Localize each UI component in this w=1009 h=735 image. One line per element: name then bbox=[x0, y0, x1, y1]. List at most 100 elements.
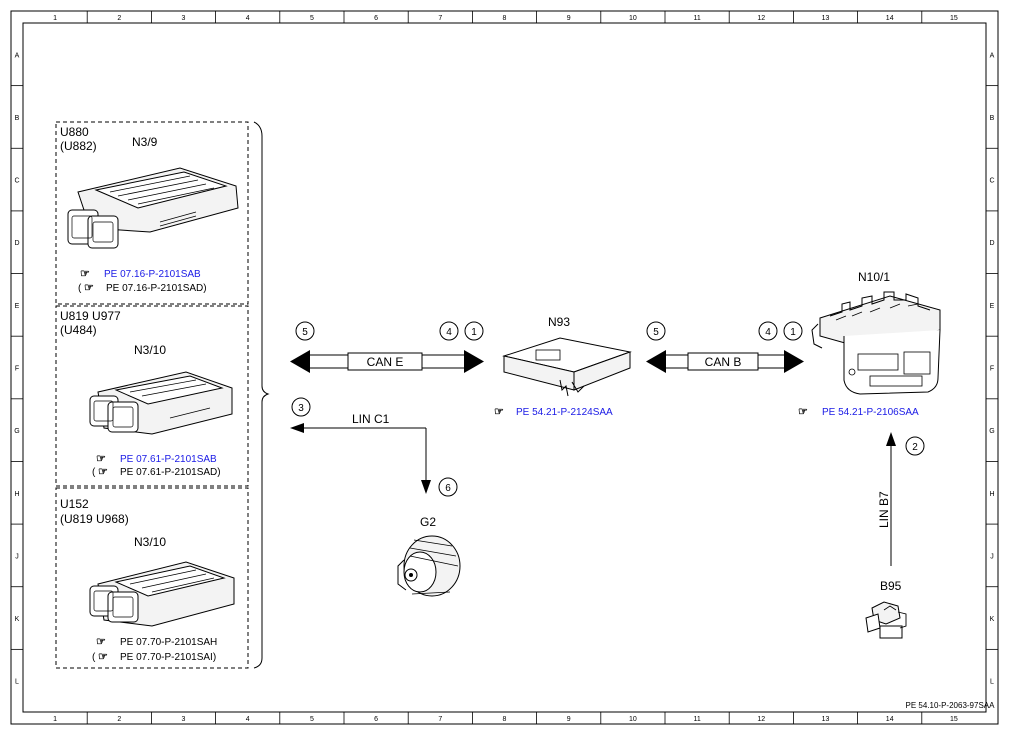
n93-ref-text: PE 54.21-P-2124SAA bbox=[516, 407, 613, 418]
column-label: 3 bbox=[182, 15, 186, 22]
b95-name: B95 bbox=[880, 579, 902, 593]
row-label: H bbox=[989, 491, 994, 498]
can-b-bus: CAN B 5 4 1 bbox=[646, 321, 804, 373]
column-label: 9 bbox=[567, 15, 571, 22]
svg-text:1: 1 bbox=[471, 327, 477, 338]
column-label: 5 bbox=[310, 716, 314, 723]
module-2-code-1: U819 U977 bbox=[60, 309, 121, 323]
fuse-relay-module-icon bbox=[811, 291, 941, 395]
module-3-ref-1[interactable]: ☞ PE 07.70-P-2101SAH bbox=[96, 636, 217, 648]
callout-can-b-1: 1 bbox=[783, 321, 803, 341]
row-ticks bbox=[11, 85, 998, 650]
callout-lin-b7-2: 2 bbox=[905, 436, 925, 456]
row-label: G bbox=[14, 428, 19, 435]
column-label: 4 bbox=[246, 15, 250, 22]
row-label: J bbox=[990, 553, 994, 560]
arrow-left-icon bbox=[290, 350, 310, 373]
column-label: 6 bbox=[374, 15, 378, 22]
column-label: 5 bbox=[310, 15, 314, 22]
row-label: K bbox=[990, 616, 995, 623]
n10-ref[interactable]: ☞ PE 54.21-P-2106SAA bbox=[798, 406, 919, 418]
can-e-label: CAN E bbox=[367, 355, 404, 369]
alternator-icon bbox=[397, 535, 461, 597]
module-1-ref-1-text: PE 07.16-P-2101SAB bbox=[104, 269, 201, 280]
column-label: 3 bbox=[182, 716, 186, 723]
g2-component: G2 bbox=[397, 515, 461, 597]
ecu-n3-9-icon bbox=[67, 167, 239, 249]
module-1-ref-1[interactable]: ☞ PE 07.16-P-2101SAB bbox=[80, 268, 201, 280]
column-label: 8 bbox=[503, 716, 507, 723]
n10-1-component: N10/1 ☞ PE 54.21-P-2106SAA bbox=[798, 270, 941, 418]
pointing-hand-icon: ☞ bbox=[96, 453, 106, 465]
row-label: F bbox=[990, 366, 994, 373]
svg-text:1: 1 bbox=[790, 327, 796, 338]
drawing-number: PE 54.10-P-2063-97SAA bbox=[906, 701, 996, 710]
column-label: 7 bbox=[438, 15, 442, 22]
row-label: H bbox=[14, 491, 19, 498]
column-label: 8 bbox=[503, 15, 507, 22]
lin-b7-label: LIN B7 bbox=[877, 491, 891, 528]
n93-name: N93 bbox=[548, 315, 570, 329]
module-3-ref-2-text: PE 07.70-P-2101SAI) bbox=[120, 652, 216, 663]
row-label: G bbox=[989, 428, 994, 435]
module-1-ref-2-text: PE 07.16-P-2101SAD) bbox=[106, 283, 207, 294]
module-1-ref-2: ( ☞ PE 07.16-P-2101SAD) bbox=[78, 282, 207, 294]
module-2-ref-2-text: PE 07.61-P-2101SAD) bbox=[120, 467, 221, 478]
row-label: D bbox=[989, 240, 994, 247]
row-label: A bbox=[990, 52, 995, 59]
control-unit-n93-icon bbox=[502, 337, 632, 397]
arrow-left-icon bbox=[646, 350, 666, 373]
svg-text:5: 5 bbox=[653, 327, 659, 338]
callout-can-b-4: 4 bbox=[758, 321, 778, 341]
column-label: 7 bbox=[438, 716, 442, 723]
column-label: 15 bbox=[950, 15, 958, 22]
column-label: 11 bbox=[693, 716, 700, 723]
svg-text:5: 5 bbox=[302, 327, 308, 338]
svg-text:6: 6 bbox=[445, 483, 451, 494]
column-label: 2 bbox=[117, 15, 121, 22]
column-label: 10 bbox=[629, 15, 637, 22]
can-b-label: CAN B bbox=[705, 355, 742, 369]
module-3-name: N3/10 bbox=[134, 535, 166, 549]
column-label: 13 bbox=[822, 716, 830, 723]
column-label: 10 bbox=[629, 716, 637, 723]
lin-c1-bus: LIN C1 3 6 bbox=[290, 397, 458, 497]
module-3-code-2: (U819 U968) bbox=[60, 512, 129, 526]
callout-can-e-1: 1 bbox=[464, 321, 484, 341]
n93-ref[interactable]: ☞ PE 54.21-P-2124SAA bbox=[494, 406, 613, 418]
column-label: 15 bbox=[950, 716, 958, 723]
column-label: 1 bbox=[53, 15, 57, 22]
g2-name: G2 bbox=[420, 515, 436, 529]
pointing-hand-icon: ☞ bbox=[98, 651, 108, 663]
row-label: L bbox=[15, 679, 19, 686]
b95-component: B95 bbox=[865, 579, 907, 639]
arrow-left-icon bbox=[290, 423, 304, 433]
arrow-right-icon bbox=[784, 350, 804, 373]
row-label: D bbox=[14, 240, 19, 247]
row-label: C bbox=[989, 178, 994, 185]
column-label: 11 bbox=[693, 15, 700, 22]
column-label: 1 bbox=[53, 716, 57, 723]
module-box-3 bbox=[55, 487, 249, 669]
lin-c1-label: LIN C1 bbox=[352, 412, 390, 426]
column-ticks bbox=[86, 11, 923, 724]
row-label: J bbox=[15, 553, 19, 560]
module-2-ref-1-text: PE 07.61-P-2101SAB bbox=[120, 454, 217, 465]
pointing-hand-icon: ☞ bbox=[84, 282, 94, 294]
arrow-right-icon bbox=[464, 350, 484, 373]
column-label: 12 bbox=[757, 716, 765, 723]
callout-can-e-4: 4 bbox=[439, 321, 459, 341]
row-label: A bbox=[15, 52, 20, 59]
row-label: F bbox=[15, 366, 19, 373]
column-label: 9 bbox=[567, 716, 571, 723]
module-2-ref-1[interactable]: ☞ PE 07.61-P-2101SAB bbox=[96, 453, 217, 465]
module-3-code-1: U152 bbox=[60, 497, 89, 511]
pointing-hand-icon: ☞ bbox=[98, 466, 108, 478]
pointing-hand-icon: ☞ bbox=[494, 406, 504, 418]
pointing-hand-icon: ☞ bbox=[96, 636, 106, 648]
module-box-1 bbox=[55, 121, 249, 305]
